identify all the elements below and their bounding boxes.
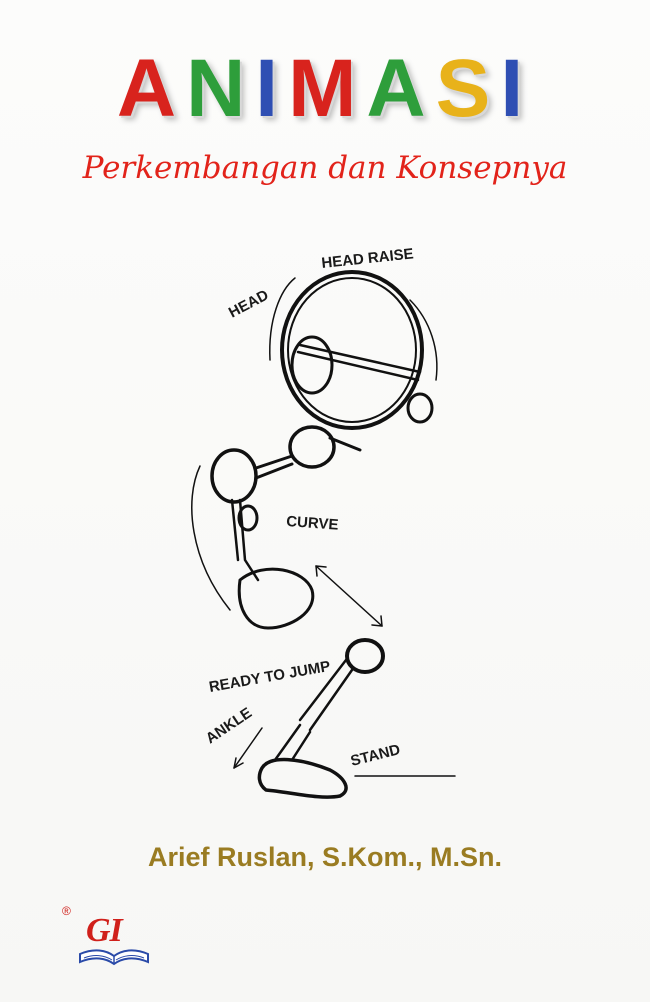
title-letter: I bbox=[255, 43, 289, 134]
sketch-label-stand: STAND bbox=[349, 741, 402, 770]
sketch-label-ready-to-jump: READY TO JUMP bbox=[208, 658, 332, 696]
sketch-knee bbox=[345, 638, 385, 674]
open-book-icon bbox=[79, 949, 149, 966]
sketch-label-head-raise: HEAD RAISE bbox=[321, 245, 415, 272]
sketch-hip bbox=[210, 448, 258, 504]
book-author: Arief Ruslan, S.Kom., M.Sn. bbox=[147, 842, 503, 872]
book-subtitle: Perkembangan dan Konsepnya bbox=[82, 150, 568, 186]
sketch-foot bbox=[257, 757, 348, 799]
publisher-logo-text: GI bbox=[86, 912, 123, 949]
sketch-label-ankle: ANKLE bbox=[203, 704, 255, 747]
title-letter: N bbox=[186, 43, 256, 134]
publisher-logo: ® GI bbox=[62, 904, 152, 968]
sketch-shoulder bbox=[288, 425, 336, 469]
animation-sketch: HEAD RAISE HEAD CURVE READY TO JUMP ANKL… bbox=[191, 245, 456, 799]
registered-mark: ® bbox=[62, 904, 71, 918]
sketch-head bbox=[280, 270, 424, 430]
sketch-label-head: HEAD bbox=[226, 286, 272, 321]
title-letter: M bbox=[288, 43, 367, 134]
title-letter: A bbox=[116, 43, 187, 134]
sketch-eye bbox=[290, 335, 334, 395]
sketch-label-curve: CURVE bbox=[286, 513, 339, 534]
title-letter: S bbox=[435, 43, 501, 134]
title-letter: A bbox=[366, 43, 436, 134]
title-letter: I bbox=[500, 43, 534, 134]
book-title: ANIMASI bbox=[0, 48, 650, 130]
